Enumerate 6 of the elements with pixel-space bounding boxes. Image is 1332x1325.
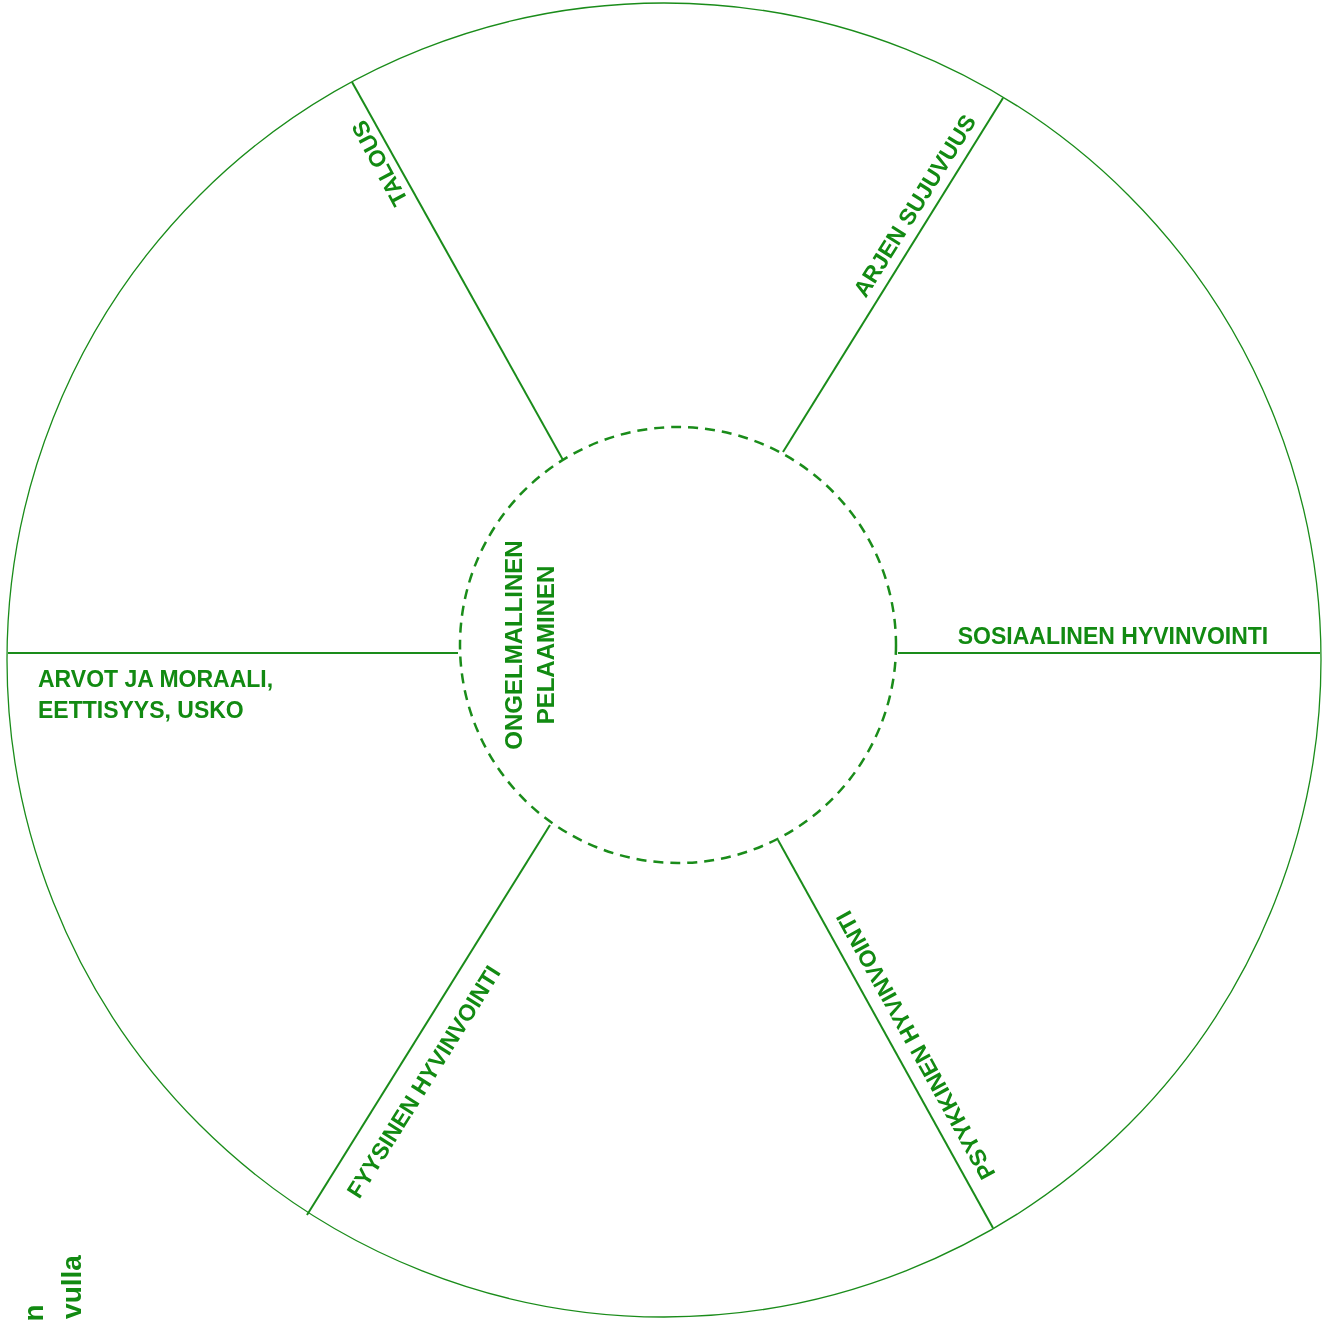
- side-text: n: [17, 1304, 51, 1322]
- center-title: ONGELMALLINEN PELAAMINEN: [498, 539, 560, 752]
- sector-label: SOSIAALINEN HYVINVOINTI: [957, 622, 1269, 652]
- side-text: vulla: [55, 1255, 89, 1319]
- sector-label: ARVOT JA MORAALI, EETTISYYS, USKO: [38, 665, 275, 726]
- dashed-circle: [458, 425, 898, 865]
